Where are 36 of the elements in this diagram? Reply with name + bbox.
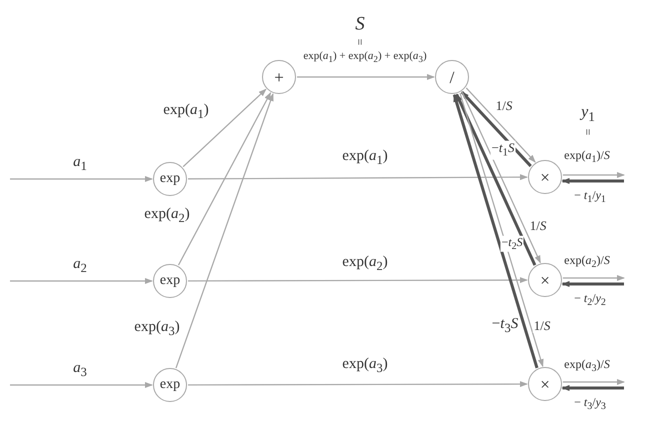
arrow [297,74,435,80]
arrow [188,277,528,284]
arrow [10,382,153,388]
arrow [182,88,267,168]
arrow [562,379,625,385]
equals-sign: = [582,128,594,136]
operation-node: × [528,160,562,194]
arrow [178,92,272,266]
variable-label: S [355,14,365,34]
operation-node: × [528,367,562,401]
operation-node: × [528,263,562,297]
operation-node: / [435,60,469,94]
variable-label: y$_{1}$ [581,104,595,124]
arrow [10,278,153,284]
edge-label: 1/S [532,318,552,334]
arrow [188,174,528,180]
operation-node: + [262,60,296,94]
operation-node: exp [153,264,187,298]
equals-sign: = [354,38,366,46]
edge-label: −t$_{2}$S [500,236,524,252]
edge-label: 1/S [528,218,548,234]
arrow [562,172,625,178]
arrow [562,281,624,287]
arrow [562,385,624,391]
operation-node: exp [153,162,187,196]
arrow [10,176,153,182]
arrow [562,178,624,184]
operation-node: exp [153,368,187,402]
arrow [562,275,625,281]
arrow [175,93,274,368]
edge-label: exp(a$_{3}$)/S [563,358,611,374]
edge-label: 1/S [494,98,514,114]
edge-label: −t$_{1}$S [490,140,516,160]
edge-label: exp(a$_{1}$) + exp(a$_{2}$) + exp(a$_{3}$) [302,50,428,64]
arrow [188,381,528,388]
edge-label: − t$_{3}$/y$_{3}$ [573,396,607,412]
